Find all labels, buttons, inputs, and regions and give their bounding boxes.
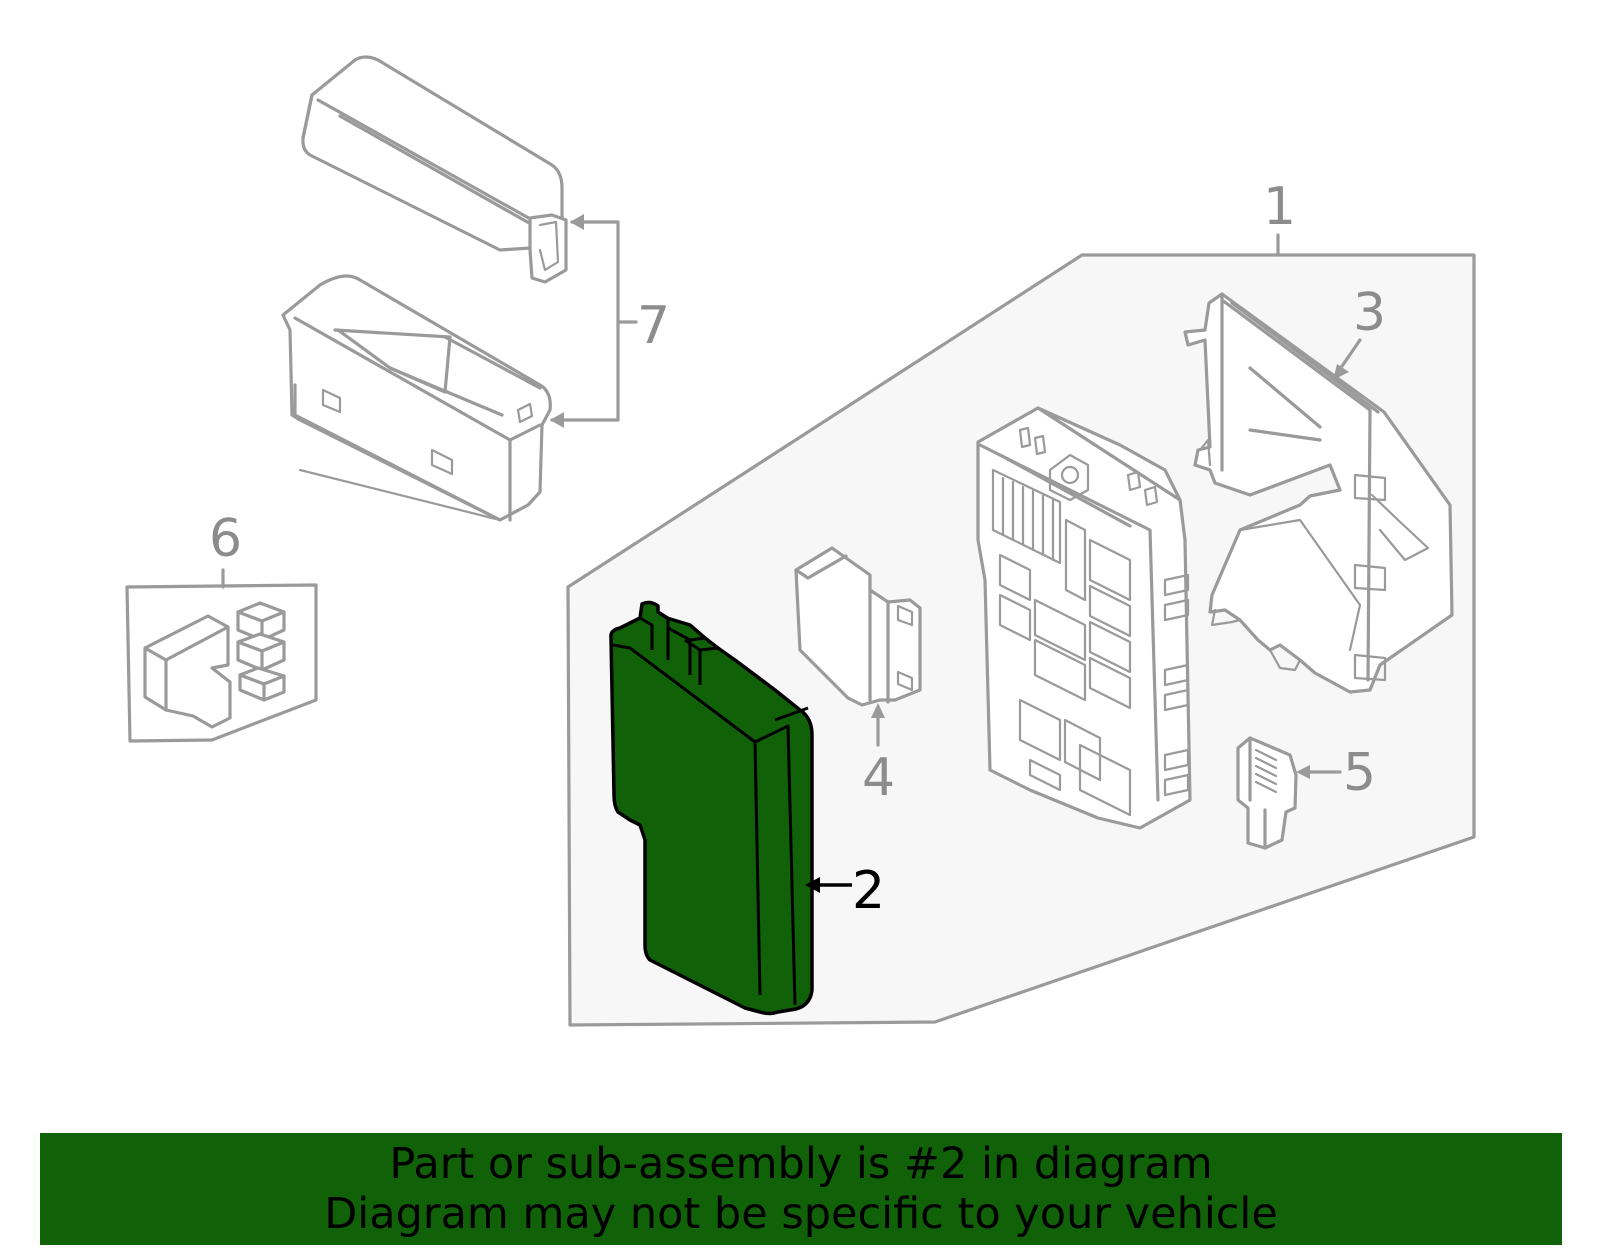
callout-5-leader	[1296, 765, 1342, 779]
part-6-relay-kit[interactable]	[125, 568, 318, 743]
callout-4: 4	[862, 748, 895, 808]
part-7-fuse-box-base[interactable]	[281, 274, 552, 522]
callout-6: 6	[209, 509, 242, 569]
callout-2-leader	[805, 877, 852, 893]
part-2-body	[609, 600, 814, 1016]
banner-part-line: Part or sub-assembly is #2 in diagram	[389, 1139, 1213, 1189]
callout-7-bracket	[550, 214, 638, 428]
callout-7: 7	[637, 296, 670, 356]
info-banner: Part or sub-assembly is #2 in diagram Di…	[40, 1133, 1562, 1245]
callout-5: 5	[1343, 743, 1376, 803]
part-5-relay[interactable]	[1236, 736, 1298, 850]
part-4-bracket[interactable]	[794, 546, 922, 707]
callout-3-leader	[1333, 338, 1362, 380]
callout-1: 1	[1263, 177, 1296, 237]
banner-disclaimer-line: Diagram may not be specific to your vehi…	[324, 1189, 1278, 1239]
part-7-fuse-box-lid[interactable]	[301, 55, 568, 284]
part-1-junction-block[interactable]	[976, 406, 1192, 830]
part-3-cover[interactable]	[1183, 292, 1454, 694]
callout-2: 2	[852, 861, 885, 921]
callout-4-leader	[871, 703, 885, 747]
callout-3: 3	[1353, 283, 1386, 343]
part-2-cover-highlighted[interactable]	[609, 600, 814, 1016]
